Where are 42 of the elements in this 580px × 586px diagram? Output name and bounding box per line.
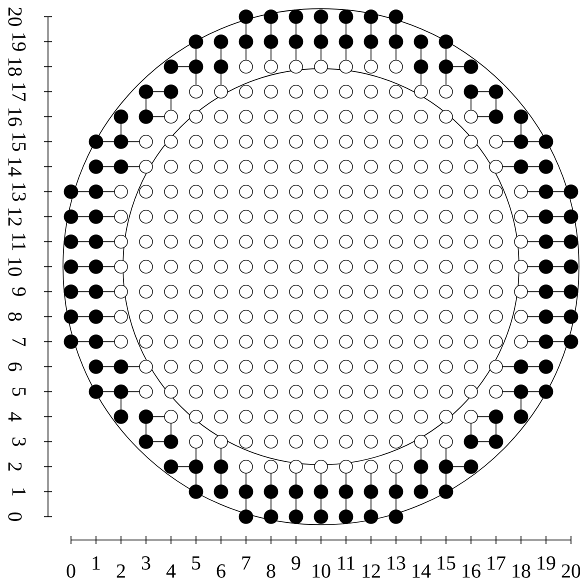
tick-label: 10 [8,258,22,276]
tick-label: 4 [166,564,176,578]
tick-label: 19 [12,33,26,51]
tick-label: 17 [488,556,506,570]
tick-label: 19 [538,556,556,570]
tick-label: 5 [12,388,26,396]
tick-label: 0 [66,564,76,578]
tick-label: 9 [292,556,300,570]
tick-label: 13 [12,183,26,201]
tick-label: 14 [412,564,431,578]
tick-label: 18 [512,564,530,578]
tick-label: 18 [8,58,22,76]
tick-label: 2 [8,462,22,471]
tick-label: 6 [8,362,22,372]
tick-label: 8 [266,564,276,578]
tick-label: 1 [92,556,100,570]
tick-label: 11 [338,556,354,570]
tick-label: 16 [462,564,480,578]
tick-label: 7 [242,556,250,570]
tick-label: 20 [8,8,22,26]
tick-label: 8 [8,312,22,321]
tick-label: 0 [8,512,22,521]
tick-label: 13 [388,556,406,570]
tick-label: 1 [12,488,26,496]
tick-label: 2 [116,564,125,578]
tick-label: 15 [438,556,456,570]
tick-label: 3 [12,438,26,446]
tick-label: 4 [8,412,22,422]
tick-label: 3 [142,556,150,570]
tick-label: 12 [8,208,22,226]
tick-label: 12 [362,564,380,578]
tick-label: 5 [192,556,200,570]
tick-label: 16 [8,108,22,126]
tick-label: 15 [12,133,26,151]
tick-label: 17 [12,83,26,102]
tick-label: 11 [12,234,26,250]
tick-label: 6 [216,564,226,578]
tick-label: 9 [12,287,26,296]
tick-label: 20 [562,564,580,578]
tick-label: 10 [312,564,330,578]
tick-label: 14 [8,158,22,176]
tick-label: 7 [12,338,26,346]
